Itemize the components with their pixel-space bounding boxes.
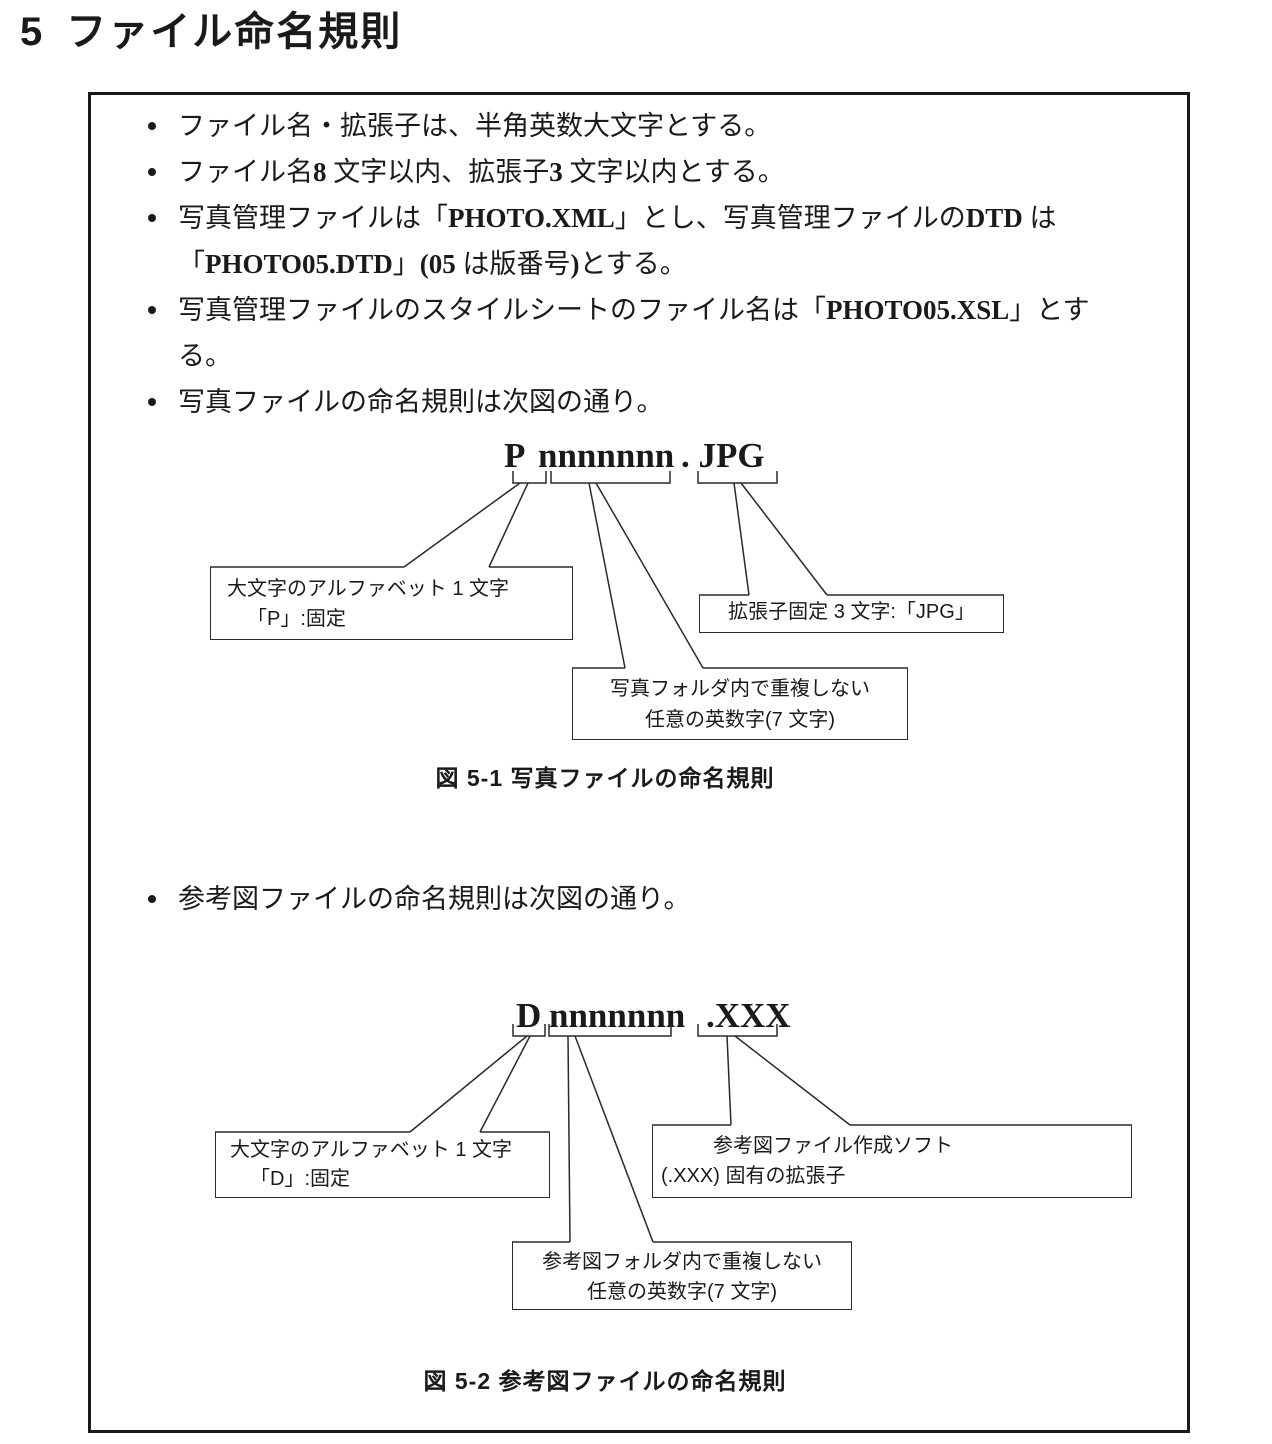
rules-list: ファイル名・拡張子は、半角英数大文字とする。 ファイル名8 文字以内、拡張子3 … <box>140 103 1152 425</box>
figure2-filename-ext: .XXX <box>706 996 791 1035</box>
rules-list-2: 参考図ファイルの命名規則は次図の通り。 <box>140 876 1152 922</box>
figure2-filename-body: nnnnnnn <box>549 996 686 1035</box>
callout-text: 参考図ファイル作成ソフト <box>713 1135 953 1157</box>
callout-text: 任意の英数字(7 文字) <box>587 1281 777 1303</box>
callout-text: 写真フォルダ内で重複しない <box>610 678 870 700</box>
bullet-text: 参考図ファイルの命名規則は次図の通り。 <box>178 884 691 914</box>
callout-text: 「D」:固定 <box>250 1168 350 1190</box>
content-box <box>88 92 1190 1433</box>
figure2-callout-body: 参考図フォルダ内で重複しない 任意の英数字(7 文字) <box>512 1242 852 1310</box>
figure1-filename-body: nnnnnnn <box>538 436 675 475</box>
figure1-callout-body: 写真フォルダ内で重複しない 任意の英数字(7 文字) <box>572 668 908 740</box>
figure2-filename-prefix: D <box>516 996 542 1035</box>
callout-text: 大文字のアルファベット 1 文字 <box>227 578 510 600</box>
bullet-dot <box>148 895 156 903</box>
bullet-dot <box>148 398 156 406</box>
figure2-caption: 図 5-2 参考図ファイルの命名規則 <box>423 1368 787 1394</box>
figure1-filename-prefix: P <box>504 436 526 475</box>
bullet-dot <box>148 168 156 176</box>
bullet-item: ファイル名8 文字以内、拡張子3 文字以内とする。 <box>140 149 1152 195</box>
section-heading: 5 ファイル命名規則 <box>20 8 402 56</box>
callout-text: 参考図フォルダ内で重複しない <box>542 1251 822 1273</box>
bullet-dot <box>148 214 156 222</box>
bullet-item-continuation: る。 <box>140 333 1152 379</box>
bullet-item: 写真管理ファイルは「PHOTO.XML」とし、写真管理ファイルのDTD は <box>140 195 1152 241</box>
figure1-callout-ext: 拡張子固定 3 文字:「JPG」 <box>699 595 1004 633</box>
figure1-filename-ext: . JPG <box>681 436 765 475</box>
bullet-dot <box>148 122 156 130</box>
bullet-dot <box>148 306 156 314</box>
bullet-item-continuation: 「PHOTO05.DTD」(05 は版番号)とする。 <box>140 241 1152 287</box>
bullet-text: ファイル名8 文字以内、拡張子3 文字以内とする。 <box>178 157 785 187</box>
bullet-item: 写真管理ファイルのスタイルシートのファイル名は「PHOTO05.XSL」とす <box>140 287 1152 333</box>
bullet-text: 写真管理ファイルのスタイルシートのファイル名は「PHOTO05.XSL」とす <box>178 295 1090 325</box>
figure2-callout-ext: 参考図ファイル作成ソフト (.XXX) 固有の拡張子 <box>652 1125 1132 1198</box>
bullet-text: 写真管理ファイルは「PHOTO.XML」とし、写真管理ファイルのDTD は <box>178 203 1057 233</box>
bullet-item: ファイル名・拡張子は、半角英数大文字とする。 <box>140 103 1152 149</box>
bullet-text: ファイル名・拡張子は、半角英数大文字とする。 <box>178 111 772 141</box>
section-number: 5 <box>20 10 43 54</box>
bullet-text: 写真ファイルの命名規則は次図の通り。 <box>178 387 664 417</box>
bullet-item: 参考図ファイルの命名規則は次図の通り。 <box>140 876 1152 922</box>
bullet-item: 写真ファイルの命名規則は次図の通り。 <box>140 379 1152 425</box>
callout-text: 「P」:固定 <box>247 608 346 630</box>
callout-text: 大文字のアルファベット 1 文字 <box>230 1139 513 1161</box>
figure1-caption: 図 5-1 写真ファイルの命名規則 <box>435 765 775 791</box>
figure1-callout-prefix: 大文字のアルファベット 1 文字 「P」:固定 <box>210 567 573 640</box>
section-title: ファイル命名規則 <box>66 10 403 54</box>
bullet-text: る。 <box>178 341 232 371</box>
figure2-callout-prefix: 大文字のアルファベット 1 文字 「D」:固定 <box>215 1132 550 1198</box>
bullet-text: 「PHOTO05.DTD」(05 は版番号)とする。 <box>178 249 687 279</box>
callout-text: 任意の英数字(7 文字) <box>645 709 835 731</box>
callout-text: 拡張子固定 3 文字:「JPG」 <box>728 601 975 623</box>
callout-text: (.XXX) 固有の拡張子 <box>661 1165 846 1187</box>
